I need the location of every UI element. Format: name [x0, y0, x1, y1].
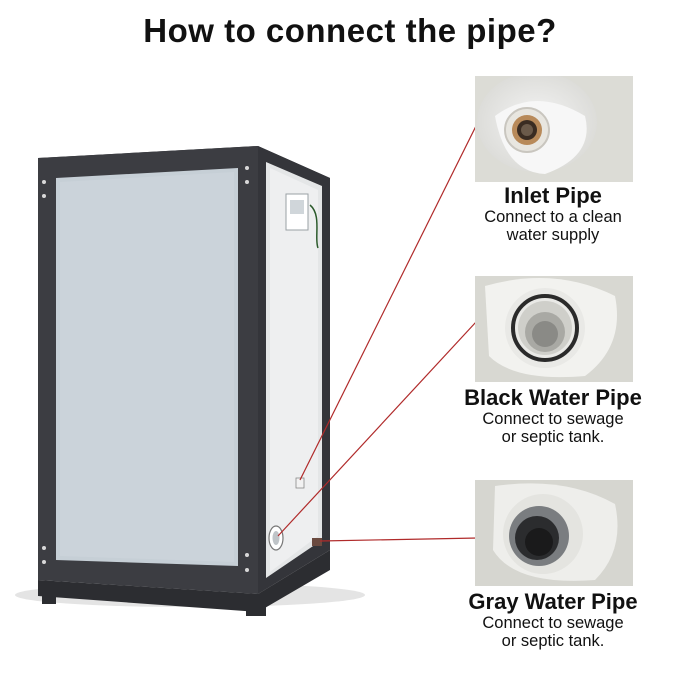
pipe-desc-line1: Connect to a clean — [484, 208, 622, 226]
black-water-pipe-caption: Black Water Pipe Connect to sewage or se… — [438, 385, 668, 447]
black-water-pipe-photo — [475, 276, 633, 382]
pipe-name: Gray Water Pipe — [468, 589, 638, 614]
pipe-name: Inlet Pipe — [504, 183, 602, 208]
leader-gray-water — [319, 537, 479, 542]
pipe-name: Black Water Pipe — [464, 385, 642, 410]
base-frame — [38, 550, 330, 612]
pipe-desc-line2: water supply — [506, 226, 600, 244]
pipe-desc-line1: Connect to sewage — [482, 410, 624, 428]
pipe-desc-line1: Connect to sewage — [482, 614, 624, 632]
page-title: How to connect the pipe? — [143, 12, 557, 49]
gray-water-pipe-photo — [475, 480, 633, 586]
inlet-pipe-photo — [475, 76, 633, 182]
pipe-desc-line2: or septic tank. — [501, 428, 605, 446]
gray-water-pipe-caption: Gray Water Pipe Connect to sewage or sep… — [438, 589, 668, 651]
inlet-pipe-caption: Inlet Pipe Connect to a clean water supp… — [438, 183, 668, 245]
inlet-fitting — [295, 477, 305, 489]
leader-lines — [277, 125, 479, 542]
leader-inlet — [299, 125, 477, 481]
gray-water-fitting — [312, 538, 322, 546]
pipe-desc-line2: or septic tank. — [501, 632, 605, 650]
leader-black-water — [277, 321, 477, 537]
